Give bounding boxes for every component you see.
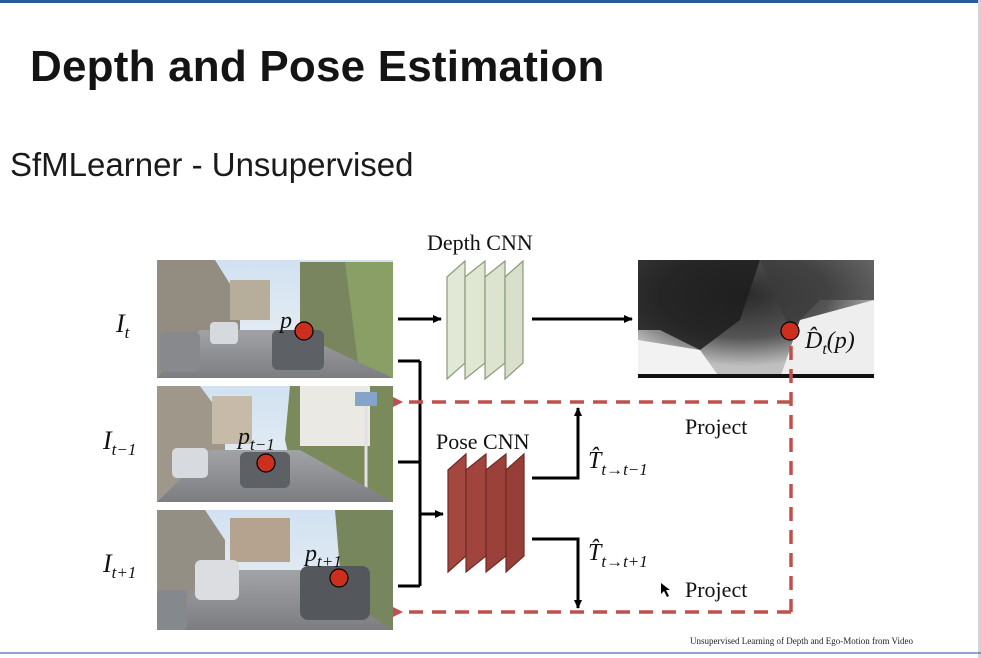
bottom-accent-line xyxy=(0,652,981,654)
slide-subtitle: SfMLearner - Unsupervised xyxy=(10,146,414,183)
point-label-p-t-minus-1: pt−1 xyxy=(236,424,275,454)
pose-cnn-label: Pose CNN xyxy=(436,429,530,454)
depth-cnn-block xyxy=(446,259,524,381)
mouse-cursor-icon xyxy=(661,583,670,597)
slide-title: Depth and Pose Estimation xyxy=(30,42,605,91)
frame-label-t: It xyxy=(115,309,131,342)
black-connectors xyxy=(398,315,633,609)
right-edge xyxy=(978,0,981,658)
depth-cnn-label: Depth CNN xyxy=(427,230,533,255)
point-p-t-plus-1-dot xyxy=(329,568,349,588)
point-label-p: p xyxy=(278,308,292,334)
pose-output-label-t-plus-1: T̂t→t+1 xyxy=(588,539,648,571)
frame-label-t-plus-1: It+1 xyxy=(102,549,136,582)
point-p-t-minus-1-dot xyxy=(256,453,276,473)
depth-output-label: D̂t(p) xyxy=(804,327,855,358)
depth-point-dot xyxy=(780,321,800,341)
depth-map-image xyxy=(638,260,874,378)
project-label-top: Project xyxy=(685,414,747,439)
frame-image-t-plus-1 xyxy=(157,510,393,630)
point-p-dot xyxy=(294,321,314,341)
pose-cnn-block xyxy=(447,452,525,574)
frame-label-t-minus-1: It−1 xyxy=(102,426,136,459)
pose-output-label-t-minus-1: T̂t→t−1 xyxy=(588,447,648,479)
frame-image-t-minus-1 xyxy=(157,386,393,502)
frame-image-t xyxy=(157,260,393,378)
top-accent-bar xyxy=(0,0,981,3)
point-label-p-t-plus-1: pt+1 xyxy=(303,541,342,571)
dashed-project-paths xyxy=(393,346,793,617)
project-label-bottom: Project xyxy=(685,577,747,602)
citation-text: Unsupervised Learning of Depth and Ego-M… xyxy=(690,636,913,646)
